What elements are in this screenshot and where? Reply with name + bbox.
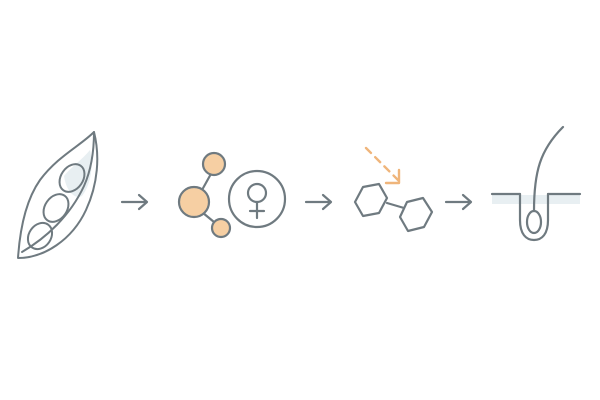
incoming-dashed-arrow-icon <box>364 146 401 185</box>
hair-follicle-icon <box>490 125 582 242</box>
hexagon-binding-icon <box>353 146 434 233</box>
molecule-female-symbol-icon <box>177 151 287 239</box>
arrow-right-icon <box>444 193 473 211</box>
soybean-pod-icon <box>17 131 99 259</box>
arrow-right-icon <box>120 193 149 211</box>
arrow-right-icon <box>304 193 333 211</box>
female-symbol-icon <box>227 169 287 229</box>
